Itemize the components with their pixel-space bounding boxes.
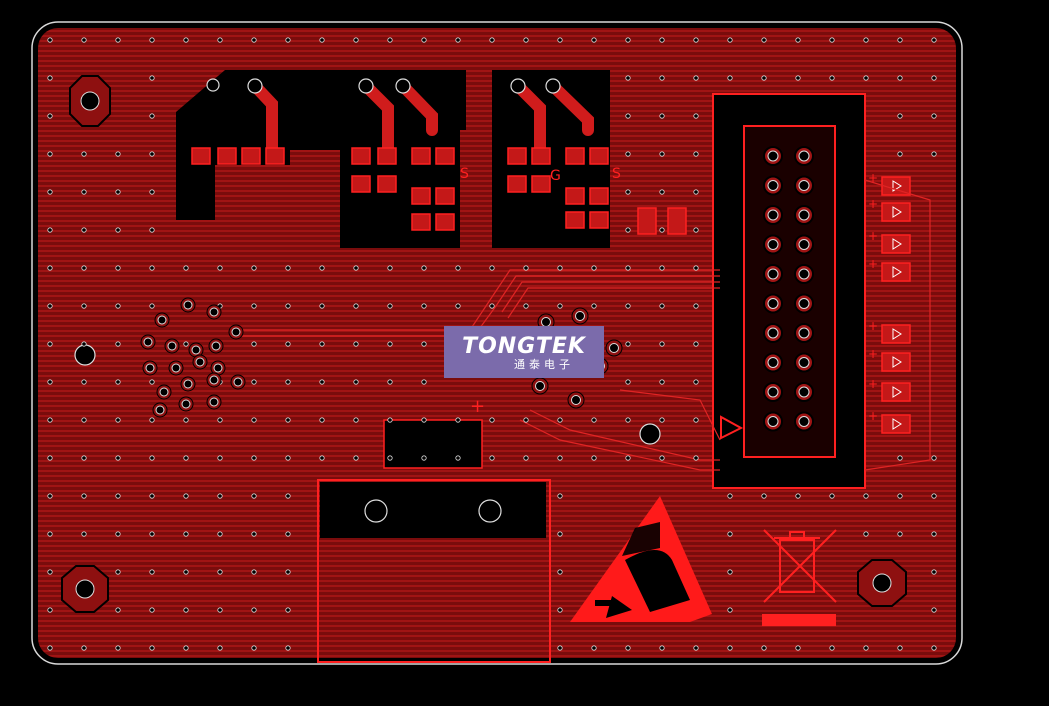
- status-led: +: [868, 257, 911, 282]
- connector-inner: [743, 125, 836, 458]
- led-plus-label: +: [868, 257, 878, 271]
- power-traces: [249, 80, 594, 164]
- mosfet-left-s-label: S: [460, 166, 469, 182]
- connector-pins: [763, 146, 814, 432]
- status-led: +: [868, 409, 911, 434]
- esd-warning-icon: [570, 496, 712, 622]
- weee-crossed-bin-icon: [762, 529, 837, 626]
- via-large-center: [639, 423, 661, 445]
- brand-logo: TONGTEK 通泰电子: [444, 326, 604, 378]
- led-plus-label: +: [868, 377, 878, 391]
- mosfet-pads: [206, 78, 561, 94]
- status-led: +: [868, 171, 911, 196]
- diode-outline: [383, 419, 483, 469]
- brand-logo-subtitle: 通泰电子: [514, 358, 574, 371]
- led-plus-label: +: [868, 319, 878, 333]
- board-outline: [31, 21, 963, 665]
- signal-traces: [240, 179, 931, 471]
- mounting-hole-top-left: [69, 75, 111, 127]
- mounting-hole-bottom-left: [61, 565, 109, 613]
- led-plus-label: +: [868, 171, 878, 185]
- smd-pads: [191, 147, 687, 235]
- capacitor-pad-pos: [478, 499, 502, 523]
- status-led: +: [868, 347, 911, 372]
- capacitor-body: [317, 479, 551, 663]
- status-led: +: [868, 319, 911, 344]
- led-plus-label: +: [868, 197, 878, 211]
- capacitor-plus-label: +: [470, 396, 485, 417]
- led-plus-label: +: [868, 409, 878, 423]
- pin1-marker: [720, 415, 744, 440]
- capacitor-pad-neg: [364, 499, 388, 523]
- mounting-hole-bottom-right: [857, 559, 907, 607]
- status-led: +: [868, 197, 911, 222]
- status-led: +: [868, 229, 911, 254]
- brand-logo-text: TONGTEK: [462, 334, 586, 359]
- via-large-left: [74, 344, 96, 366]
- led-plus-label: +: [868, 229, 878, 243]
- capacitor-lead-area: [320, 482, 546, 538]
- status-led: +: [868, 377, 911, 402]
- stitching-vias: [47, 37, 937, 651]
- via-cluster-left: [140, 297, 246, 418]
- led-plus-label: +: [868, 347, 878, 361]
- mosfet-right-s-label: S: [612, 166, 621, 182]
- mosfet-right-g-label: G: [550, 168, 561, 184]
- status-leds: + + + + + + + +: [868, 171, 911, 434]
- via-cluster-center: [531, 307, 623, 409]
